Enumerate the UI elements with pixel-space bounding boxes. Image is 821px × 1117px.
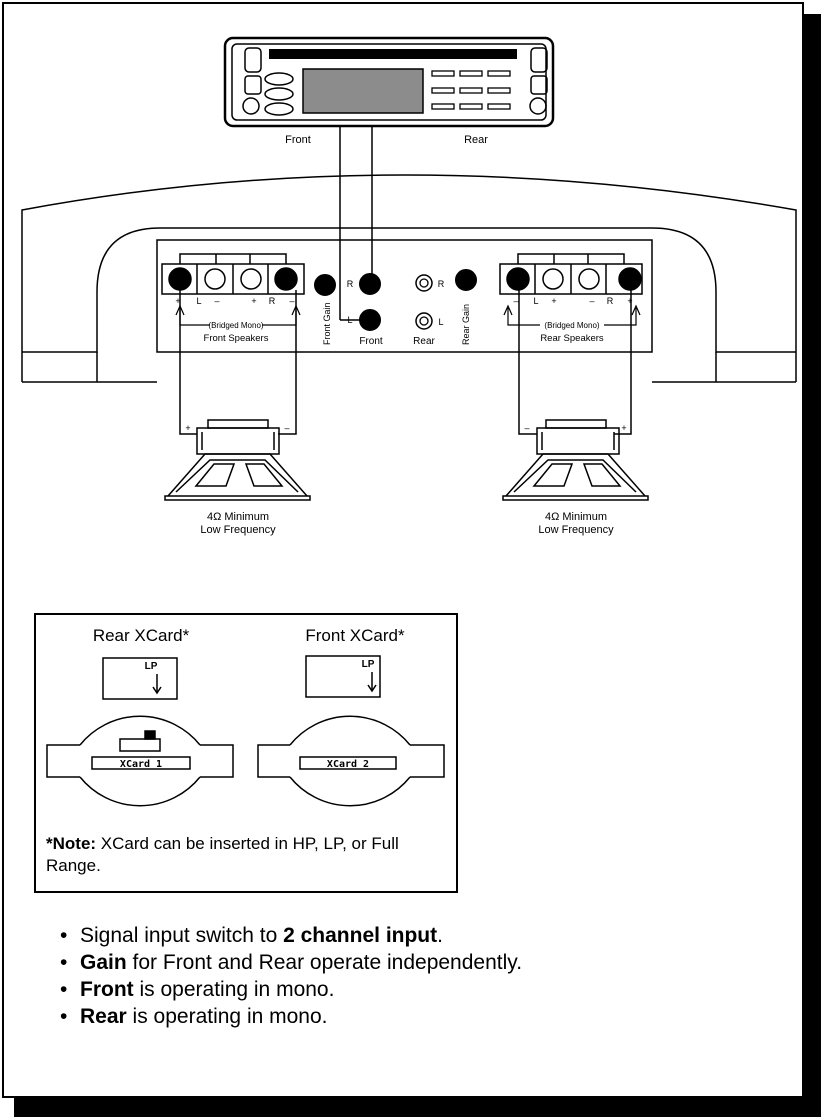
front-speaker (164, 419, 311, 501)
front-gain-label: Front Gain (322, 302, 332, 345)
rear-speaker-caption-2: Low Frequency (538, 524, 614, 536)
instruction-item: •Front is operating in mono. (60, 978, 335, 1001)
xcard-note: *Note: XCard can be inserted in HP, LP, … (46, 833, 426, 877)
head-unit-front-label: Front (285, 134, 311, 146)
instruction-bold-lead: Gain (80, 951, 127, 974)
front-speaker-minus: – (284, 423, 289, 433)
instruction-item: •Rear is operating in mono. (60, 1005, 328, 1028)
instruction-bold-lead: Front (80, 978, 134, 1001)
head-unit (223, 36, 555, 128)
rear-lp-label: LP (145, 661, 158, 672)
rear-terminal-4: – (589, 296, 594, 306)
front-xcard-label: XCard 2 (327, 759, 369, 770)
front-terminal-block (161, 253, 305, 295)
rear-xcard-title: Rear XCard* (92, 626, 190, 645)
front-terminal-2: L (196, 296, 201, 306)
rear-input-r-label: R (438, 279, 445, 289)
amplifier-body (21, 174, 797, 383)
rear-speaker (502, 419, 649, 501)
rear-terminal-block (499, 253, 643, 295)
front-terminal-5: R (269, 296, 276, 306)
page-frame (2, 2, 804, 1098)
rear-speaker-caption-1: 4Ω Minimum (545, 511, 607, 523)
rear-speakers-label: Rear Speakers (540, 333, 604, 344)
instruction-tail: . (437, 924, 443, 947)
front-input-label: Front (359, 336, 383, 347)
instruction-text: is operating in mono. (126, 1005, 328, 1028)
front-speaker-wires (179, 290, 297, 435)
rear-terminal-1: – (513, 296, 518, 306)
rear-input-label: Rear (413, 336, 435, 347)
front-speaker-caption-2: Low Frequency (200, 524, 276, 536)
front-input-l-label: L (347, 315, 352, 325)
front-terminal-1: + (175, 296, 180, 306)
front-gain-knob (314, 274, 336, 296)
instruction-item: •Gain for Front and Rear operate indepen… (60, 951, 523, 974)
front-xcard-title: Front XCard* (305, 626, 405, 645)
instruction-text: Signal input switch to (80, 924, 284, 947)
instruction-text: is operating in mono. (133, 978, 335, 1001)
rear-input-l-jack (415, 312, 433, 330)
rear-speaker-minus: – (524, 423, 529, 433)
rear-xcard-label: XCard 1 (120, 759, 162, 770)
xcard-note-bold: *Note: (46, 834, 97, 853)
front-terminal-3: – (214, 296, 219, 306)
front-terminal-4: + (251, 296, 256, 306)
rear-bridge-bracket (503, 304, 641, 326)
front-xcard-diagram (257, 655, 445, 807)
front-speaker-caption-1: 4Ω Minimum (207, 511, 269, 523)
front-terminal-6: – (289, 296, 294, 306)
rear-terminal-5: R (607, 296, 614, 306)
rear-speaker-plus: + (621, 423, 626, 433)
instruction-list: •Signal input switch to 2 channel input.… (60, 922, 522, 1030)
head-unit-rear-label: Rear (464, 134, 488, 146)
rear-input-l-label: L (438, 317, 443, 327)
rear-xcard-diagram (46, 657, 234, 807)
instruction-bold-tail: 2 channel input (283, 924, 438, 947)
rear-input-r-jack (415, 274, 433, 292)
rear-bridged-mono-label: (Bridged Mono) (544, 321, 599, 330)
front-input-l-jack (359, 309, 381, 331)
rear-gain-knob (455, 269, 477, 291)
front-lp-label: LP (362, 659, 375, 670)
front-speaker-plus: + (185, 423, 190, 433)
front-input-r-jack (359, 273, 381, 295)
front-speakers-label: Front Speakers (204, 333, 269, 344)
rear-terminal-2: L (533, 296, 538, 306)
xcard-note-text: XCard can be inserted in HP, LP, or Full… (46, 834, 399, 875)
rear-terminal-3: + (551, 296, 556, 306)
instruction-item: •Signal input switch to 2 channel input. (60, 924, 443, 947)
instruction-text: for Front and Rear operate independently… (126, 951, 523, 974)
rear-gain-label: Rear Gain (461, 304, 471, 345)
front-bridged-mono-label: (Bridged Mono) (208, 321, 263, 330)
xcard-box (34, 613, 458, 893)
front-input-r-label: R (347, 279, 354, 289)
rear-terminal-6: + (627, 296, 632, 306)
instruction-bold-lead: Rear (80, 1005, 127, 1028)
rca-cables (339, 126, 373, 321)
rear-speaker-wires (518, 290, 632, 435)
